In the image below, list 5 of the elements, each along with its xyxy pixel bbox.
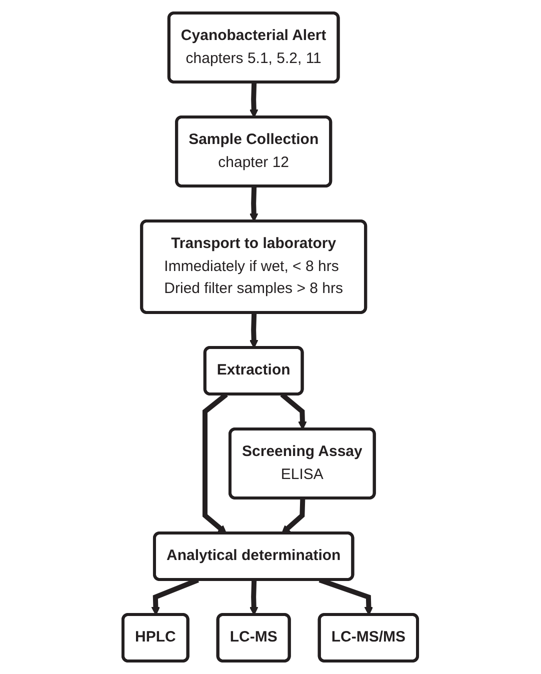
arrow: [282, 498, 306, 534]
arrow: [250, 580, 258, 616]
arrow: [250, 312, 258, 348]
arrow: [250, 186, 258, 222]
arrow: [250, 82, 258, 118]
